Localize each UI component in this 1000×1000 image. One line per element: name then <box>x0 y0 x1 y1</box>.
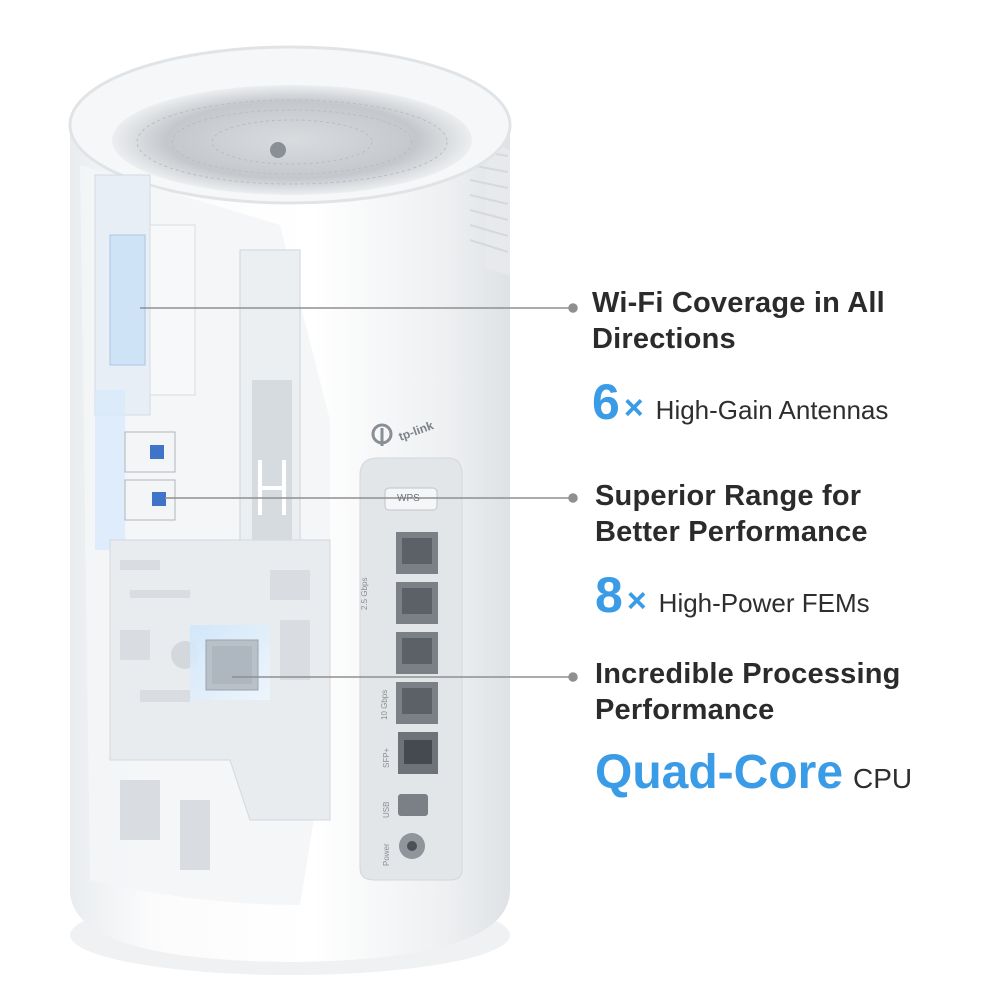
port-label-3: SFP+ <box>382 747 391 768</box>
stat-value: Quad-Core <box>595 746 844 799</box>
stat-label: High-Power FEMs <box>658 588 870 618</box>
port-label-4: USB <box>382 801 391 818</box>
stat-multiplier: × <box>623 389 644 427</box>
port-label-5: Power <box>382 843 391 866</box>
port-label-1: 2.5 Gbps <box>360 577 369 610</box>
feature-stat: Quad-Core CPU <box>595 748 912 798</box>
stat-label: CPU <box>853 763 913 794</box>
feature-stat: 6 × High-Gain Antennas <box>592 377 888 428</box>
feature-coverage: Wi-Fi Coverage in All Directions 6 × Hig… <box>592 285 888 428</box>
feature-processing: Incredible Processing Performance Quad-C… <box>595 656 912 798</box>
feature-stat: 8 × High-Power FEMs <box>595 570 870 621</box>
wps-button[interactable]: WPS <box>397 493 420 504</box>
stat-value: 6 <box>592 374 620 430</box>
feature-title: Superior Range for Better Performance <box>595 480 868 548</box>
feature-range: Superior Range for Better Performance 8 … <box>595 478 870 621</box>
stat-multiplier: × <box>626 582 647 620</box>
port-label-2: 10 Gbps <box>380 689 389 720</box>
stat-label: High-Gain Antennas <box>655 395 889 425</box>
feature-title: Incredible Processing Performance <box>595 658 901 726</box>
feature-title: Wi-Fi Coverage in All Directions <box>592 287 885 355</box>
stat-value: 8 <box>595 567 623 623</box>
